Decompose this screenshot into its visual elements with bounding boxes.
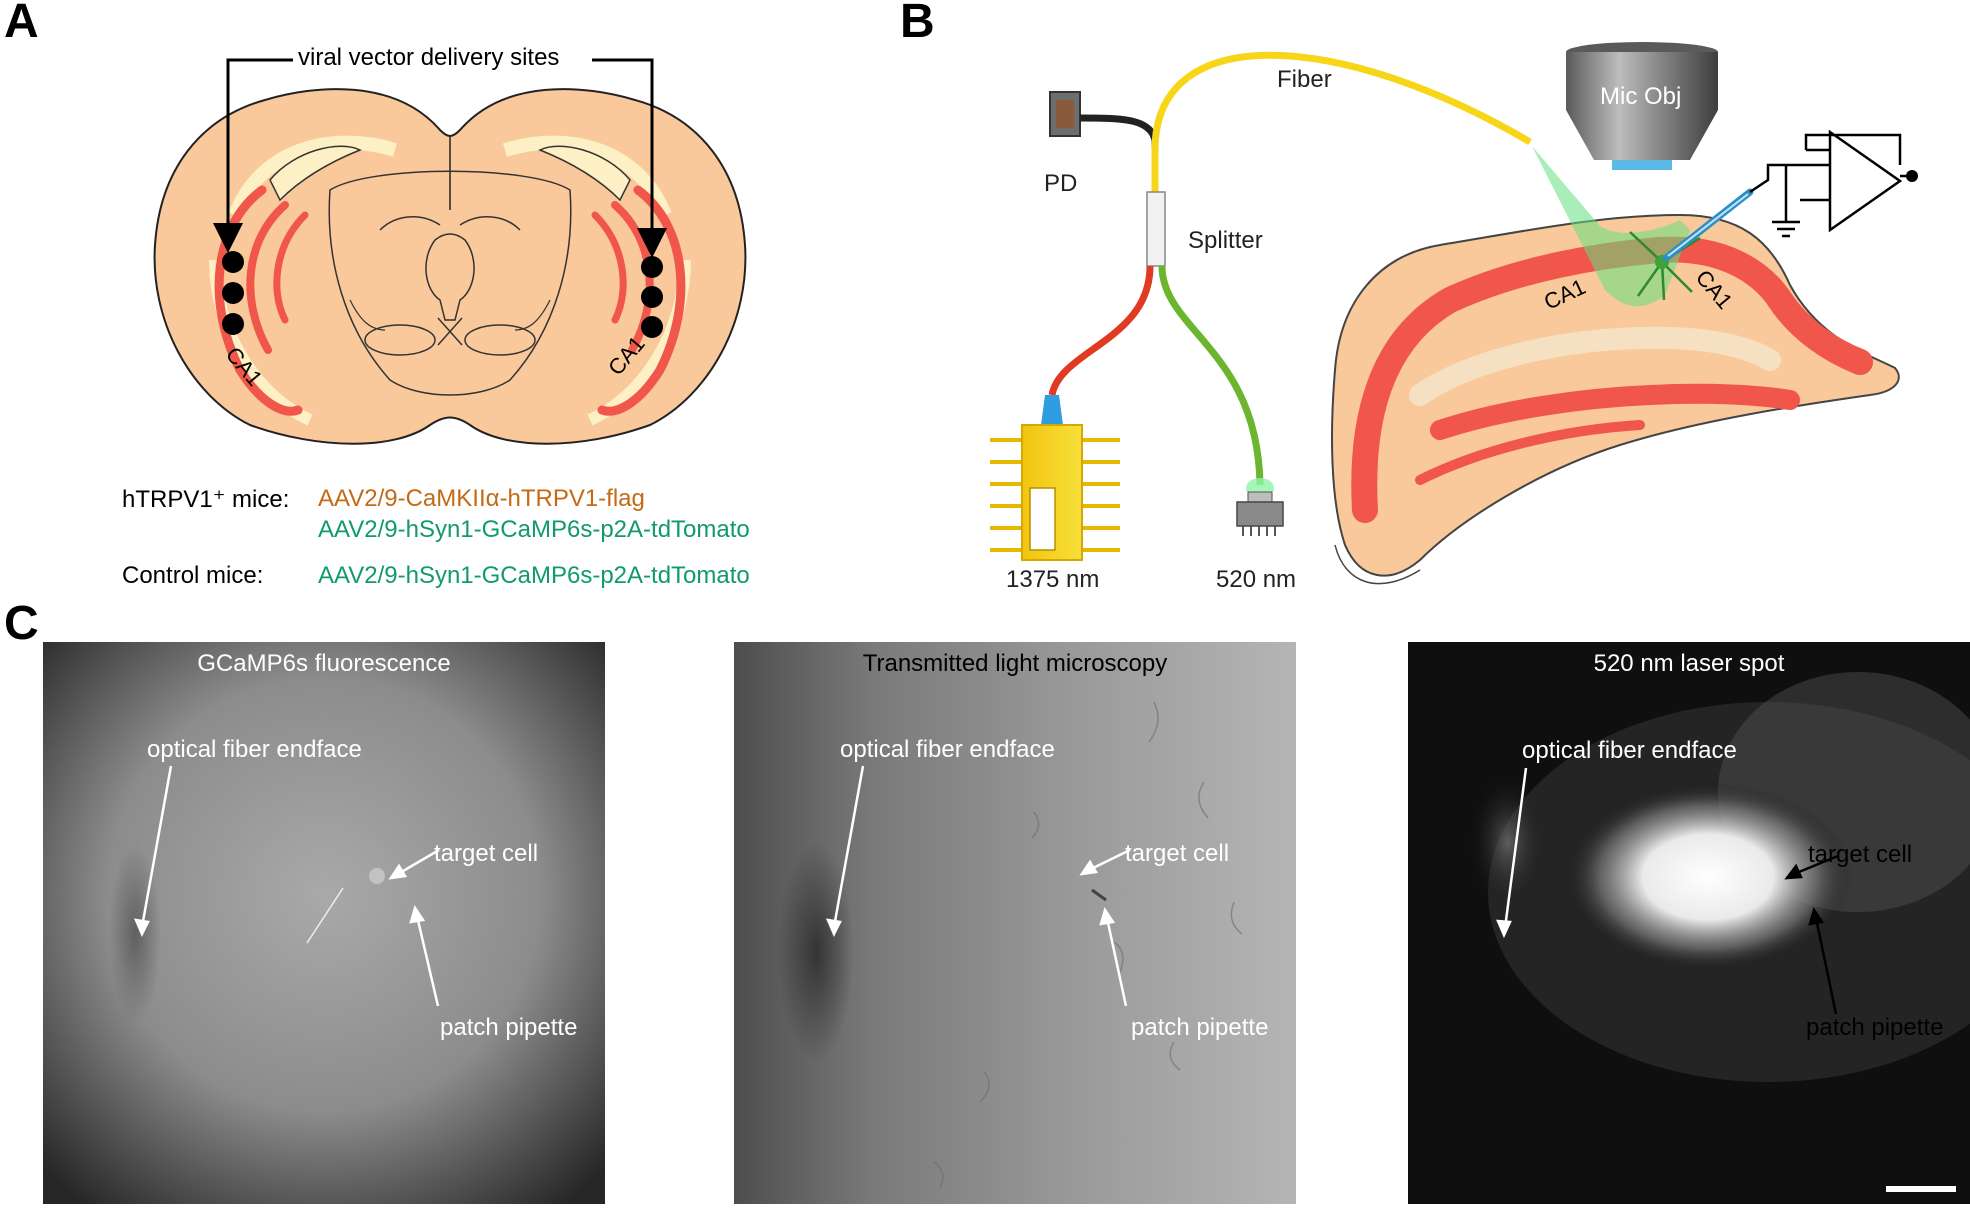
laser-1375-label: 1375 nm	[1006, 566, 1100, 593]
delivery-arrow-right	[592, 58, 667, 258]
panel-label-a: A	[4, 0, 39, 48]
target-cell-label: target cell	[1808, 841, 1913, 868]
pd-label: PD	[1044, 170, 1078, 197]
ca1-band-left	[214, 185, 303, 416]
target-cell-label: target cell	[434, 840, 539, 867]
patch-pipette-label: patch pipette	[440, 1014, 578, 1041]
patch-pipette-label: patch pipette	[1131, 1014, 1269, 1041]
delivery-sites-label: viral vector delivery sites	[298, 44, 560, 71]
brain-section-diagram	[153, 58, 747, 445]
laser-520-label: 520 nm	[1216, 566, 1297, 593]
panel-label-b: B	[900, 0, 935, 48]
panel-label-c: C	[4, 597, 39, 650]
microscope-objective	[1566, 42, 1718, 170]
mic-obj-label: Mic Obj	[1600, 83, 1682, 110]
fiber-endface-label: optical fiber endface	[1522, 737, 1737, 764]
gcamp-fluorescence-image: GCaMP6s fluorescence optical fiber endfa…	[43, 642, 605, 1204]
laser-520-diode	[1236, 491, 1284, 536]
transmitted-light-image: Transmitted light microscopy optical fib…	[734, 642, 1296, 1204]
ca1-band-right	[597, 185, 686, 416]
htrpv1-vector-1: AAV2/9-CaMKIIα-hTRPV1-flag	[318, 485, 645, 512]
delivery-arrow-left	[213, 58, 293, 253]
laser-beam	[1532, 146, 1690, 307]
image-title: Transmitted light microscopy	[862, 650, 1168, 677]
injection-site-dot	[222, 251, 244, 273]
control-mice-label: Control mice:	[122, 562, 264, 589]
image-title: GCaMP6s fluorescence	[197, 650, 451, 677]
control-vector: AAV2/9-hSyn1-GCaMP6s-p2A-tdTomato	[318, 562, 750, 589]
injection-site-dot	[641, 256, 663, 278]
htrpv1-vector-2: AAV2/9-hSyn1-GCaMP6s-p2A-tdTomato	[318, 516, 750, 543]
injection-site-dot	[641, 316, 663, 338]
splitter-label: Splitter	[1188, 227, 1263, 254]
injection-site-dot	[222, 313, 244, 335]
amplifier	[1749, 129, 1912, 238]
photodetector	[1049, 91, 1081, 137]
splitter	[1146, 191, 1166, 267]
setup-diagram	[990, 42, 1918, 585]
fiber-label: Fiber	[1277, 66, 1332, 93]
injection-site-dot	[641, 286, 663, 308]
fiber-green	[1158, 265, 1264, 486]
injection-site-dot	[222, 282, 244, 304]
patch-pipette-label: patch pipette	[1806, 1014, 1944, 1041]
fiber-yellow	[1151, 51, 1532, 200]
scale-bar	[1886, 1186, 1956, 1192]
fiber-endface-label: optical fiber endface	[147, 736, 362, 763]
laser-spot-image: 520 nm laser spot optical fiber endface …	[1408, 642, 1970, 1204]
htrpv1-mice-label: hTRPV1⁺ mice:	[122, 486, 290, 513]
fiber-endface-label: optical fiber endface	[840, 736, 1055, 763]
laser-1375-chip	[990, 424, 1120, 561]
target-cell-label: target cell	[1125, 840, 1230, 867]
fiber-red	[1048, 265, 1154, 396]
image-title: 520 nm laser spot	[1593, 650, 1785, 677]
